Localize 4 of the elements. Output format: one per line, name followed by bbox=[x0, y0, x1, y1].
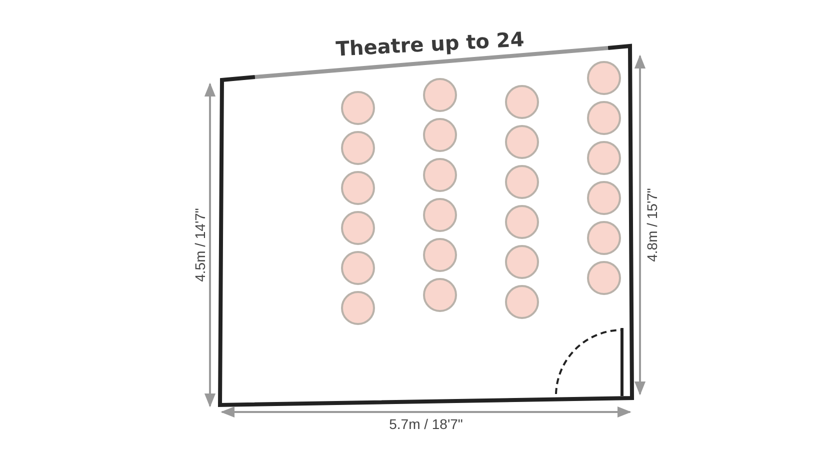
title: Theatre up to 24 bbox=[334, 26, 526, 63]
dimension-label: 4.8m / 15'7" bbox=[644, 188, 660, 262]
dimension-label: 4.5m / 14'7" bbox=[192, 208, 208, 282]
dimension-label: 5.7m / 18'7" bbox=[389, 416, 463, 432]
